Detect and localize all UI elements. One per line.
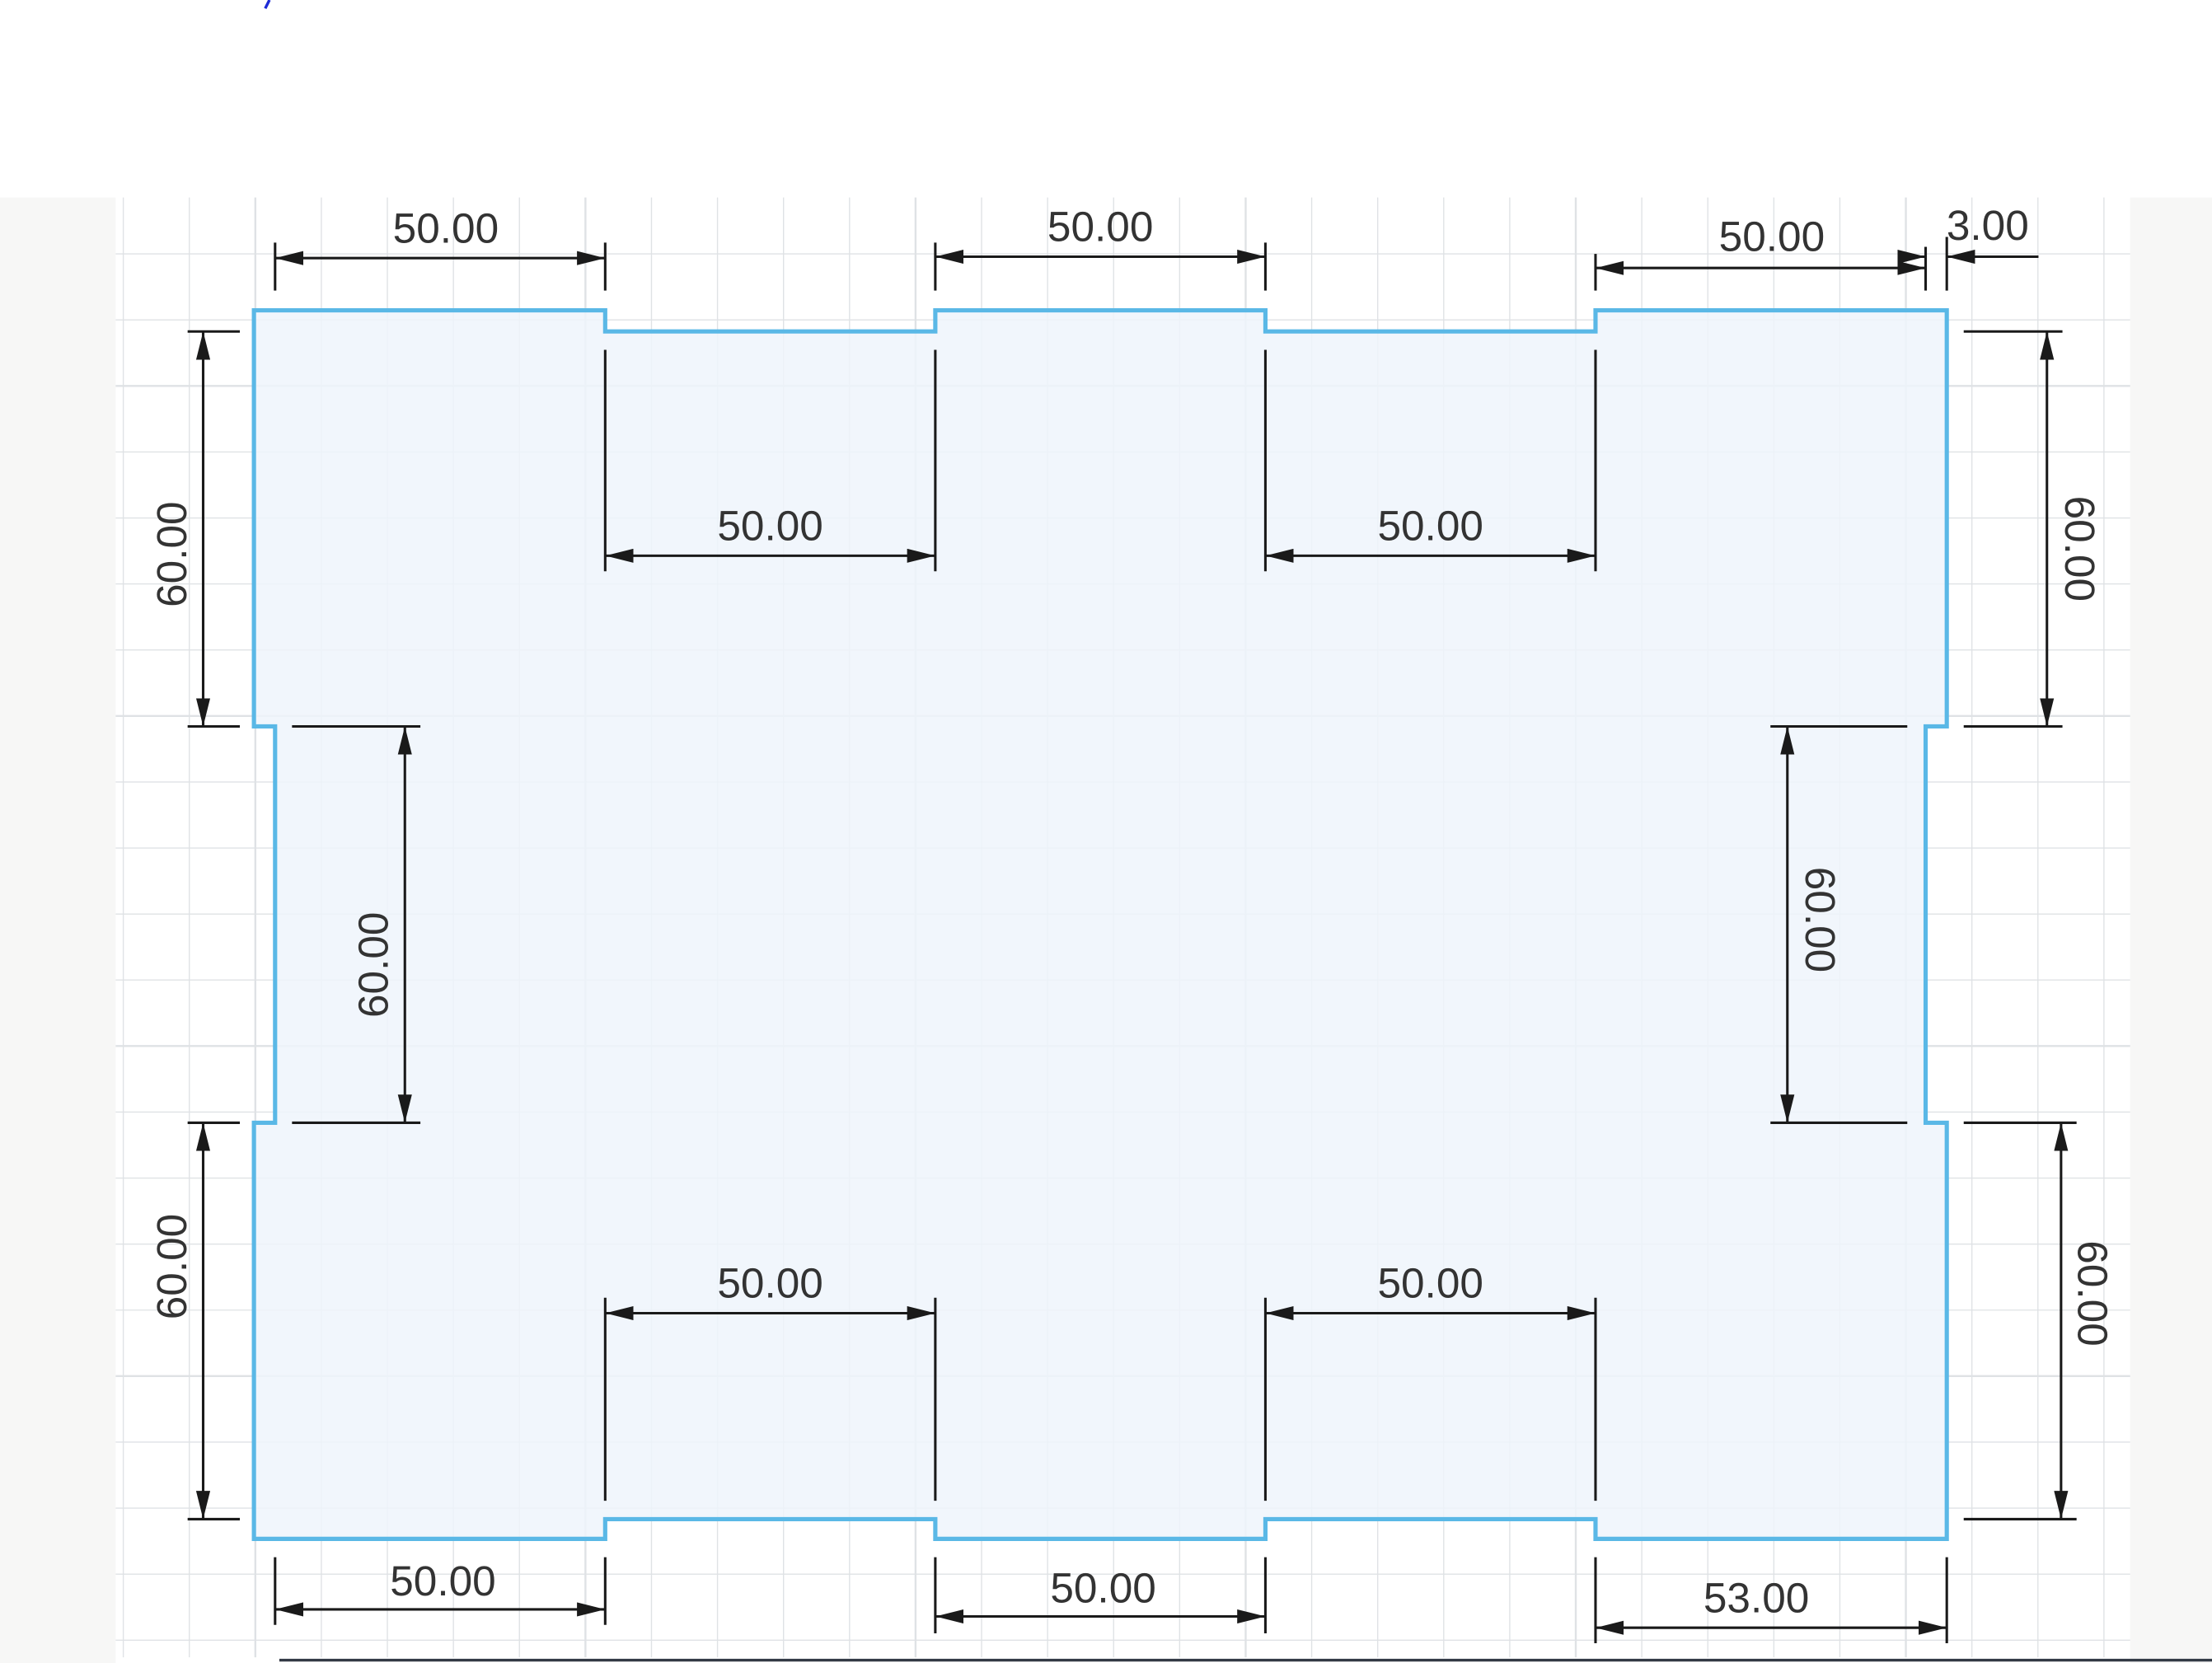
dim-value-bottom-3[interactable]: 53.00 (1704, 1574, 1810, 1621)
dim-value-left-inner[interactable]: 60.00 (350, 912, 397, 1018)
dim-value-top-4[interactable]: 3.00 (1947, 202, 2029, 249)
dim-value-bottom-2[interactable]: 50.00 (1050, 1564, 1156, 1611)
dim-value-inner-bottom-1[interactable]: 50.00 (717, 1260, 823, 1307)
dim-value-left-2[interactable]: 60.00 (148, 1214, 195, 1319)
dim-value-top-1[interactable]: 50.00 (393, 204, 499, 251)
dim-value-top-3[interactable]: 50.00 (1719, 213, 1825, 260)
dim-value-inner-top-1[interactable]: 50.00 (717, 503, 823, 550)
dimension-inner-bottom-2[interactable] (1263, 1297, 1597, 1501)
dimension-inner-top-2[interactable] (1263, 349, 1597, 572)
dimension-left-inner[interactable] (292, 724, 421, 1124)
dimension-top-3[interactable] (1594, 246, 1928, 291)
right-margin (2130, 197, 2212, 1663)
dim-value-top-2[interactable]: 50.00 (1047, 204, 1154, 251)
dimension-bottom-3[interactable] (1594, 1557, 1948, 1644)
dimension-right-1[interactable] (1963, 330, 2063, 728)
dim-value-left-1[interactable]: 60.00 (148, 501, 195, 607)
left-margin (0, 197, 116, 1663)
dimension-inner-top-1[interactable] (603, 349, 937, 572)
dimension-bottom-2[interactable] (934, 1557, 1267, 1634)
dimension-top-4[interactable] (1897, 237, 2039, 291)
dimension-bottom-1[interactable] (274, 1557, 607, 1625)
dimension-top-2[interactable] (934, 242, 1267, 291)
dim-value-right-inner[interactable]: 60.00 (1797, 867, 1844, 972)
dim-value-inner-bottom-2[interactable]: 50.00 (1377, 1260, 1483, 1307)
dimension-inner-bottom-1[interactable] (603, 1297, 937, 1501)
sketch-profile[interactable] (251, 307, 1949, 1541)
dimension-left-1[interactable] (187, 330, 240, 728)
dimension-right-inner[interactable] (1770, 724, 1908, 1124)
cursor-mark (264, 0, 271, 10)
dimension-left-2[interactable] (187, 1121, 240, 1520)
dim-value-right-1[interactable]: 60.00 (2056, 496, 2103, 602)
dimension-top-1[interactable] (274, 242, 607, 291)
dim-value-inner-top-2[interactable]: 50.00 (1377, 503, 1483, 550)
dim-value-right-2[interactable]: 60.00 (2069, 1240, 2116, 1346)
dim-value-bottom-1[interactable]: 50.00 (390, 1558, 496, 1604)
dimension-right-2[interactable] (1963, 1121, 2077, 1520)
